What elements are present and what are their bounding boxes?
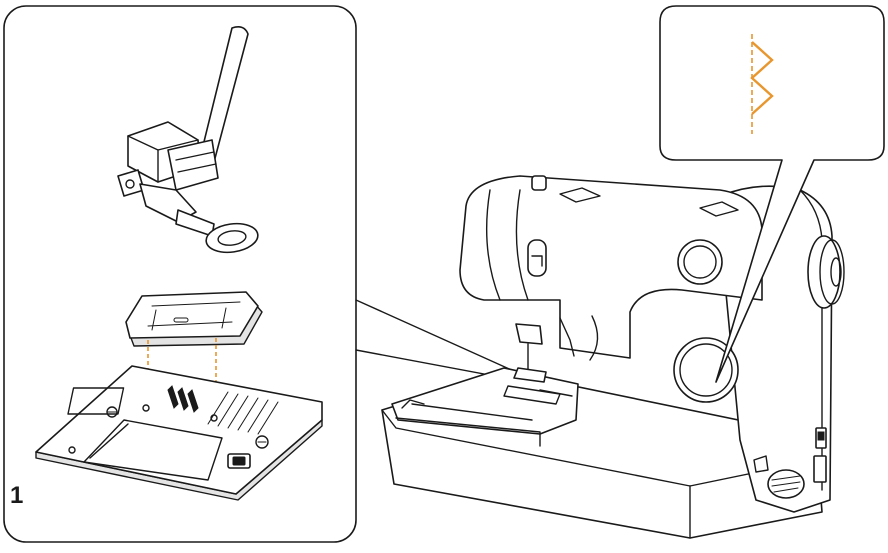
callout-pointer-left	[356, 300, 516, 380]
step-number-label: 1	[10, 484, 23, 508]
cover-plate-icon	[126, 292, 262, 346]
